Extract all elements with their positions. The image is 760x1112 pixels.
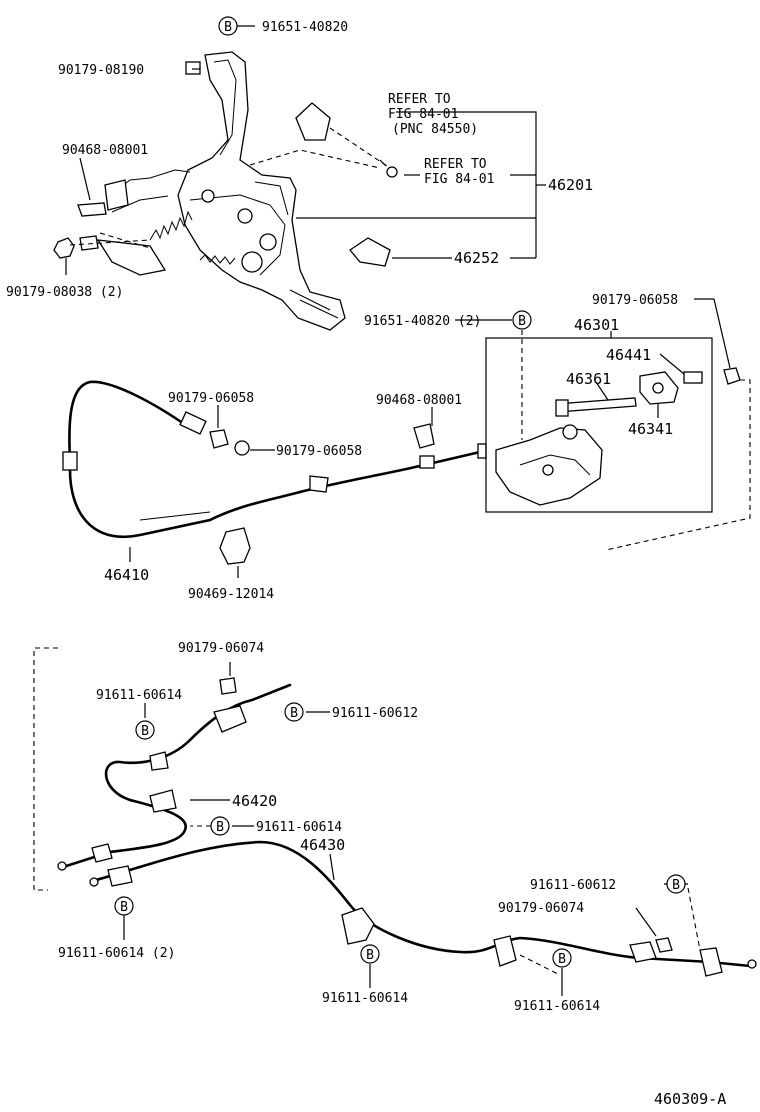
b-marker [135,720,155,740]
label-90179-06074-bottom: 90179-06074 [498,901,584,916]
b-marker-text: B [558,952,566,967]
b-marker-text: B [518,314,526,329]
label-91611-60614-d: 91611-60614 [514,999,600,1014]
b-marker-text: B [141,724,149,739]
label-46441: 46441 [606,346,651,364]
b-markers: B B B B B B B B B [114,16,686,968]
label-91651-40820-top: 91651-40820 [262,20,348,35]
b-marker-text: B [290,706,298,721]
label-90179-06074-top: 90179-06074 [178,641,264,656]
b-marker [666,874,686,894]
label-91611-60614-b: 91611-60614 [256,820,342,835]
label-91651-40820-2: 91651-40820 (2) [364,314,481,329]
part-labels: 91651-40820 90179-08190 90468-08001 9017… [6,20,726,1108]
b-marker [218,16,238,36]
label-91611-60614-c: 91611-60614 [322,991,408,1006]
label-90179-08038: 90179-08038 (2) [6,285,123,300]
label-91611-60612-a: 91611-60612 [332,706,418,721]
label-refer2-line1: REFER TO [424,157,487,172]
label-90179-06058-right: 90179-06058 [592,293,678,308]
label-90468-08001-top: 90468-08001 [62,143,148,158]
label-46410: 46410 [104,566,149,584]
label-90469-12014: 90469-12014 [188,587,274,602]
label-90468-08001-mid: 90468-08001 [376,393,462,408]
label-46430: 46430 [300,836,345,854]
label-91611-60614-2: 91611-60614 (2) [58,946,175,961]
b-marker-text: B [672,878,680,893]
front-cable-and-equalizer [62,298,751,578]
label-90179-06058-b: 90179-06058 [276,444,362,459]
label-refer1-line2: FIG 84-01 [388,107,458,122]
b-marker [512,310,532,330]
parking-brake-lever-assembly [53,25,546,331]
b-marker-text: B [366,948,374,963]
rear-cables [33,647,757,996]
label-46201: 46201 [548,176,593,194]
label-46301: 46301 [574,316,619,334]
b-marker-text: B [224,20,232,35]
b-marker [210,816,230,836]
label-refer1-line1: REFER TO [388,92,451,107]
label-90179-06058-a: 90179-06058 [168,391,254,406]
label-refer1-line3: (PNC 84550) [392,122,478,137]
label-46420: 46420 [232,792,277,810]
b-marker [284,702,304,722]
b-marker [360,944,380,964]
label-91611-60614-a: 91611-60614 [96,688,182,703]
label-46341: 46341 [628,420,673,438]
label-refer2-line2: FIG 84-01 [424,172,494,187]
label-91611-60612-b: 91611-60612 [530,878,616,893]
b-marker-text: B [120,900,128,915]
label-90179-08190: 90179-08190 [58,63,144,78]
figure-id: 460309-A [654,1090,726,1108]
label-46252: 46252 [454,249,499,267]
b-marker-text: B [216,820,224,835]
label-46361: 46361 [566,370,611,388]
b-marker [114,896,134,916]
b-marker [552,948,572,968]
